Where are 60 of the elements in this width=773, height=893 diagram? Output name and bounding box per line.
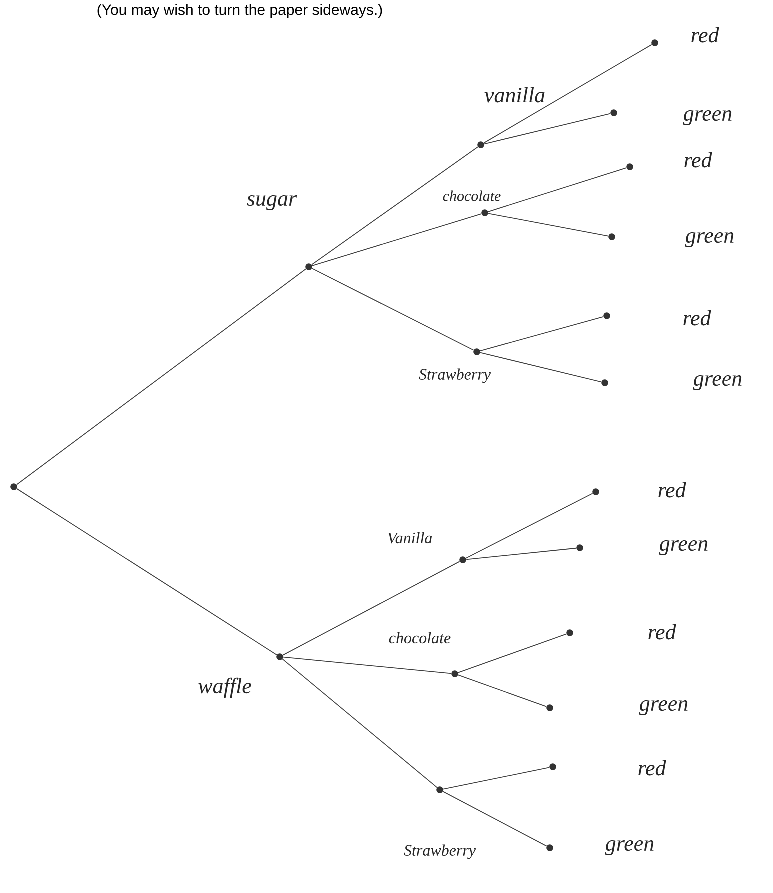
branch-line bbox=[484, 44, 652, 144]
dot bbox=[592, 488, 600, 496]
note: (You may wish to turn the paper sideways.) bbox=[98, 4, 382, 18]
branch-line bbox=[282, 561, 460, 656]
branch-label: red bbox=[684, 152, 712, 168]
branch-line bbox=[311, 146, 479, 266]
branch-label: green bbox=[605, 840, 654, 856]
dot bbox=[306, 264, 312, 270]
dot bbox=[10, 484, 18, 490]
dot bbox=[452, 670, 458, 678]
dot bbox=[276, 654, 284, 660]
branch-label: waffle bbox=[198, 678, 252, 698]
branch-line bbox=[283, 656, 452, 674]
dot bbox=[474, 348, 480, 356]
dot bbox=[482, 210, 488, 216]
branch-label: red bbox=[692, 27, 720, 43]
branch-line bbox=[312, 214, 482, 266]
dot bbox=[610, 110, 618, 116]
dot bbox=[566, 630, 574, 636]
branch-label: red bbox=[684, 310, 712, 326]
dot bbox=[478, 142, 484, 148]
branch-line bbox=[488, 213, 609, 237]
branch-label: sugar bbox=[247, 195, 298, 211]
branch-line bbox=[312, 268, 474, 351]
branch-label: green bbox=[639, 700, 688, 716]
branch-label: chocolate bbox=[443, 190, 501, 202]
dot bbox=[546, 844, 554, 852]
branch-line bbox=[282, 658, 438, 788]
dot bbox=[604, 312, 610, 320]
dot bbox=[608, 234, 616, 240]
branch-label: chocolate bbox=[389, 632, 451, 644]
dot bbox=[576, 544, 584, 552]
branch-line bbox=[458, 634, 568, 674]
dot bbox=[460, 556, 466, 564]
branch-line bbox=[443, 767, 550, 790]
branch-line bbox=[442, 791, 548, 847]
branch-line bbox=[484, 113, 611, 145]
branch-label: Strawberry bbox=[404, 844, 476, 860]
dot bbox=[546, 704, 554, 712]
branch-line bbox=[466, 493, 594, 559]
branch-label: red bbox=[638, 760, 666, 776]
branch-label: green bbox=[683, 110, 732, 126]
branch-line bbox=[488, 168, 628, 212]
branch-label: Vanilla bbox=[388, 532, 432, 544]
dot bbox=[550, 764, 556, 770]
branch-label: vanilla bbox=[484, 87, 545, 103]
dot bbox=[626, 164, 634, 170]
branch-line bbox=[16, 268, 307, 486]
branch-line bbox=[480, 316, 604, 352]
branch-label: red bbox=[658, 482, 686, 498]
branch-line bbox=[458, 674, 548, 708]
dot bbox=[436, 786, 444, 794]
branch-line bbox=[466, 548, 577, 560]
branch-label: green bbox=[693, 375, 742, 391]
branch-label: green bbox=[659, 540, 708, 556]
branch-label: red bbox=[648, 624, 676, 640]
branch-label: green bbox=[685, 232, 734, 248]
branch-line bbox=[16, 488, 278, 656]
branch-label: Strawberry bbox=[419, 368, 491, 384]
branch-line bbox=[480, 352, 602, 383]
